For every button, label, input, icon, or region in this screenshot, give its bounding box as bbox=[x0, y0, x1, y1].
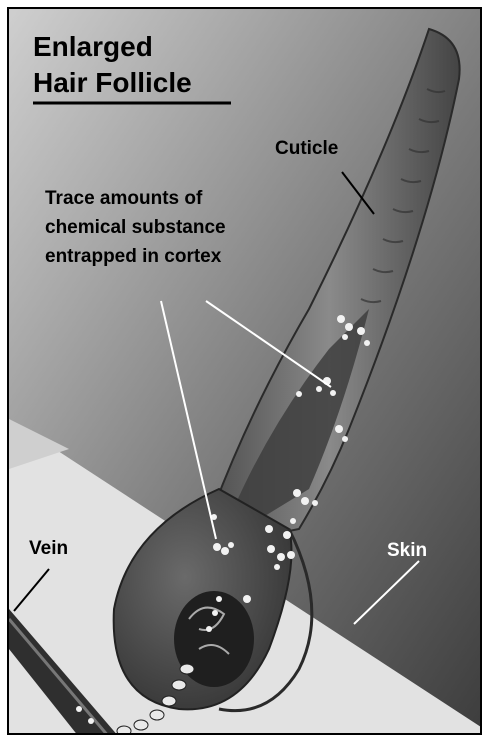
diagram-frame: Enlarged Hair Follicle Cuticle Trace amo… bbox=[7, 7, 482, 735]
trace-label-line-1: Trace amounts of bbox=[45, 185, 202, 212]
trace-label-line-3: entrapped in cortex bbox=[45, 243, 221, 270]
trace-label-line-2: chemical substance bbox=[45, 214, 226, 241]
title-line-1: Enlarged bbox=[33, 29, 153, 65]
follicle-illustration bbox=[9, 9, 482, 735]
vein-label: Vein bbox=[29, 535, 68, 562]
cuticle-label: Cuticle bbox=[275, 135, 338, 162]
title-line-2: Hair Follicle bbox=[33, 65, 192, 101]
skin-label: Skin bbox=[387, 537, 427, 564]
